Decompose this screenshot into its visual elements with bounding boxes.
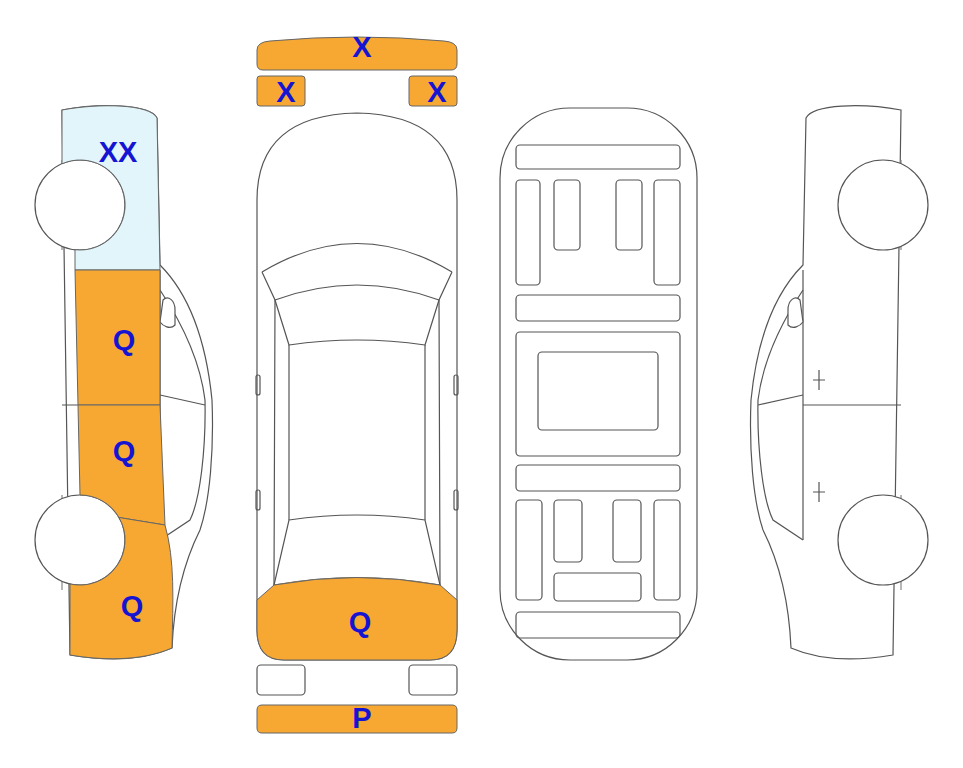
panel-outline — [70, 518, 173, 659]
damage-code: Q — [113, 437, 136, 466]
damage-code: Q — [349, 608, 372, 637]
damage-panel: Q — [74, 401, 170, 529]
panel-outline — [409, 76, 457, 106]
damage-panel: P — [255, 703, 459, 735]
damage-panel: Q — [255, 565, 459, 663]
panel-outline — [257, 76, 305, 106]
damage-panel: Q — [70, 266, 168, 409]
damage-code: Q — [113, 326, 136, 355]
damage-code: X — [427, 78, 446, 107]
damage-panel: X — [255, 32, 459, 72]
top-view — [256, 113, 458, 695]
underside-view — [500, 108, 697, 660]
damage-code: XX — [99, 138, 138, 167]
panel-shape — [58, 102, 164, 274]
damage-panel: Q — [64, 513, 176, 663]
damage-code: X — [352, 33, 371, 62]
panel-outline — [257, 578, 457, 661]
damage-panel: X — [407, 74, 459, 108]
damage-code: Q — [121, 592, 144, 621]
panel-outline — [75, 270, 160, 405]
panel-outline — [78, 405, 165, 525]
panel-outline — [62, 106, 160, 270]
damage-code: P — [352, 704, 371, 733]
panel-shape — [64, 513, 176, 663]
damage-panel: X — [255, 74, 307, 108]
damage-panel: XX — [58, 102, 164, 274]
damage-code: X — [276, 78, 295, 107]
